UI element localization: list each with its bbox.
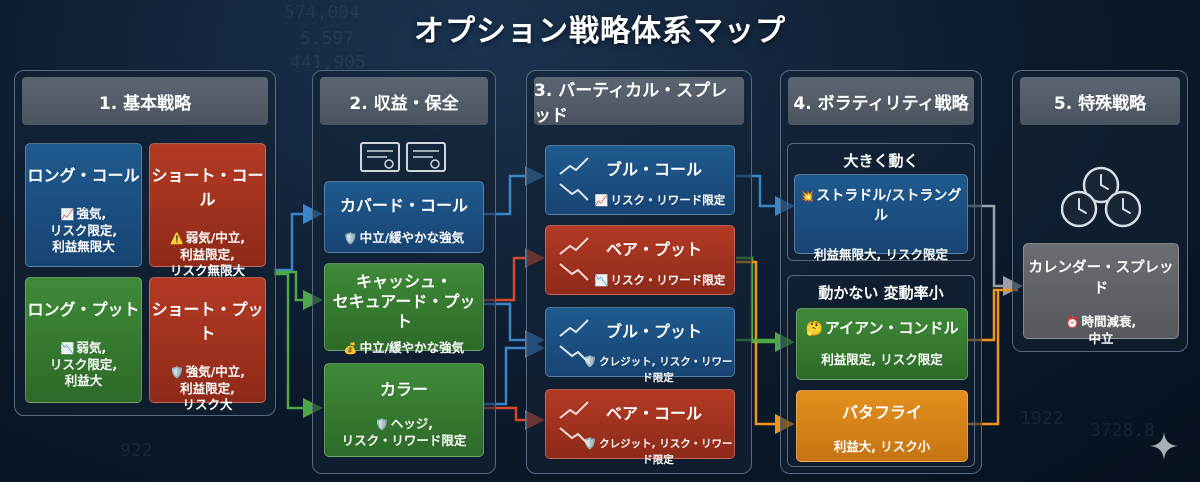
panel-label: 動かない 変動率小: [818, 284, 944, 302]
card-short-call[interactable]: ショート・コール ⚠️弱気/中立, 利益限定, リスク無限大: [149, 143, 266, 278]
card-title: ショート・コール: [151, 166, 264, 209]
chart-down-icon: 📉: [60, 342, 75, 355]
bg-number: 5.597: [300, 28, 355, 49]
bg-number: 1922: [1020, 408, 1064, 429]
spread-chart-icon: [559, 157, 589, 201]
card-collar[interactable]: カラー 🛡️ヘッジ, リスク・リワード限定: [324, 363, 484, 457]
card-title: ベア・プット: [605, 240, 702, 259]
card-desc: リスク・リワード限定: [341, 433, 467, 448]
card-desc: 中立/緩やかな強気: [359, 230, 465, 245]
card-short-put[interactable]: ショート・プット 🛡️強気/中立, 利益限定, リスク大: [149, 277, 266, 412]
card-cash-secured-put[interactable]: キャッシュ・ セキュアード・プット 💰中立/緩やかな強気: [324, 263, 484, 355]
panel-label: 大きく動く: [843, 152, 919, 170]
card-title: ブル・コール: [605, 160, 702, 179]
column-header: 5. 特殊戦略: [1020, 77, 1180, 125]
shield-icon: 🛡️: [583, 437, 598, 450]
card-desc: 強気,: [76, 206, 107, 221]
card-desc: 利益大, リスク小: [833, 439, 931, 454]
card-desc: リスク無限大: [169, 263, 245, 278]
card-desc: ヘッジ,: [390, 416, 433, 431]
clock-icon: ⏰: [1065, 316, 1080, 329]
card-bear-call[interactable]: ベア・コール 🛡️クレジット, リスク・リワード限定: [545, 389, 735, 466]
card-title: セキュアード・プット: [332, 292, 476, 331]
sparkle-icon: [1150, 432, 1178, 460]
no-move-panel: 動かない 変動率小 🤔アイアン・コンドル 利益限定, リスク限定 バタフライ 利…: [787, 275, 975, 467]
card-desc: 利益無限大, リスク限定: [813, 247, 949, 262]
shield-icon: 🛡️: [169, 366, 184, 379]
chart-up-icon: 📈: [60, 208, 75, 221]
card-straddle-strangle[interactable]: 💥ストラドル/ストラングル 利益無限大, リスク限定: [794, 174, 968, 262]
big-move-panel: 大きく動く 💥ストラドル/ストラングル 利益無限大, リスク限定: [787, 143, 975, 262]
spread-chart-icon: [559, 319, 589, 363]
card-butterfly[interactable]: バタフライ 利益大, リスク小: [796, 390, 968, 462]
column-vertical-spread: 3. バーティカル・スプレッド ブル・コール 📈リスク・リワード限定 ベア・プッ…: [526, 70, 752, 474]
card-long-call[interactable]: ロング・コール 📈強気, リスク限定, 利益無限大: [25, 143, 142, 267]
card-iron-condor[interactable]: 🤔アイアン・コンドル 利益限定, リスク限定: [796, 308, 968, 380]
card-title: カバード・コール: [339, 196, 468, 215]
bg-number: 922: [120, 440, 153, 461]
card-desc: 利益大: [64, 373, 103, 388]
shield-icon: 🛡️: [583, 355, 598, 368]
card-bull-put[interactable]: ブル・プット 🛡️クレジット, リスク・リワード限定: [545, 307, 735, 384]
chart-down-icon: 📉: [594, 274, 609, 287]
card-title: ストラドル/ストラングル: [816, 188, 962, 224]
column-header: 2. 収益・保全: [320, 77, 488, 125]
card-desc: クレジット, リスク・リワード限定: [599, 356, 733, 384]
card-desc: 中立: [1088, 331, 1114, 346]
shield-icon: 🛡️: [375, 418, 389, 431]
card-desc: リスク大: [182, 397, 233, 412]
column-income-protection: 2. 収益・保全 カバード・コール 🛡️中立/緩やかな強気 キャッシュ・ セキュ…: [312, 70, 496, 474]
warning-icon: ⚠️: [169, 232, 184, 245]
card-title: アイアン・コンドル: [824, 319, 959, 337]
card-title: ショート・プット: [151, 300, 264, 343]
card-title: カレンダー・スプレッド: [1028, 260, 1174, 297]
clock-icon: [1061, 166, 1141, 228]
card-desc: リスク限定,: [49, 357, 118, 372]
card-title: ロング・プット: [27, 300, 140, 319]
card-desc: 利益限定,: [180, 381, 235, 396]
card-bull-call[interactable]: ブル・コール 📈リスク・リワード限定: [545, 145, 735, 215]
card-desc: リスク・リワード限定: [610, 273, 726, 287]
column-header: 3. バーティカル・スプレッド: [534, 77, 744, 126]
shield-icon: 🛡️: [343, 232, 358, 245]
card-long-put[interactable]: ロング・プット 📉弱気, リスク限定, 利益大: [25, 277, 142, 403]
card-desc: 強気/中立,: [185, 364, 246, 379]
card-title: ロング・コール: [27, 166, 140, 185]
card-title: キャッシュ・: [355, 272, 452, 291]
card-desc: クレジット, リスク・リワード限定: [599, 438, 733, 466]
card-desc: リスク限定,: [49, 223, 118, 238]
bg-number: 3728.8: [1090, 420, 1156, 441]
thinking-face-icon: 🤔: [805, 321, 823, 337]
card-desc: 利益限定, リスク限定: [821, 352, 943, 367]
column-volatility-strategy: 4. ボラティリティ戦略 大きく動く 💥ストラドル/ストラングル 利益無限大, …: [780, 70, 982, 474]
money-bag-icon: 💰: [343, 342, 358, 355]
card-desc: 利益限定,: [180, 247, 235, 262]
card-desc: 中立/緩やかな強気: [359, 340, 465, 355]
card-title: バタフライ: [841, 403, 922, 422]
card-bear-put[interactable]: ベア・プット 📉リスク・リワード限定: [545, 225, 735, 295]
column-header: 1. 基本戦略: [22, 77, 268, 125]
card-desc: 時間減衰,: [1081, 314, 1137, 329]
card-calendar-spread[interactable]: カレンダー・スプレッド ⏰時間減衰, 中立: [1023, 243, 1179, 346]
column-basic-strategy: 1. 基本戦略 ロング・コール 📈強気, リスク限定, 利益無限大 ショート・コ…: [14, 70, 276, 416]
chart-up-icon: 📈: [594, 194, 609, 207]
bg-number: 574,004: [284, 2, 360, 23]
spread-chart-icon: [559, 237, 589, 281]
card-title: ブル・プット: [605, 322, 702, 341]
spread-chart-icon: [559, 401, 589, 445]
card-desc: リスク・リワード限定: [610, 193, 726, 207]
bg-number: 441,905: [290, 52, 366, 73]
card-desc: 弱気,: [76, 340, 107, 355]
explosion-icon: 💥: [800, 190, 815, 203]
card-title: カラー: [379, 380, 428, 399]
column-header: 4. ボラティリティ戦略: [788, 77, 974, 125]
card-title: ベア・コール: [605, 404, 702, 423]
card-desc: 利益無限大: [52, 239, 115, 254]
certificate-icon: [360, 142, 446, 172]
column-special-strategy: 5. 特殊戦略 カレンダー・スプレッド ⏰時間減衰, 中立: [1012, 70, 1188, 352]
card-covered-call[interactable]: カバード・コール 🛡️中立/緩やかな強気: [324, 181, 484, 253]
card-desc: 弱気/中立,: [185, 230, 246, 245]
page-title: オプション戦略体系マップ: [414, 14, 786, 49]
